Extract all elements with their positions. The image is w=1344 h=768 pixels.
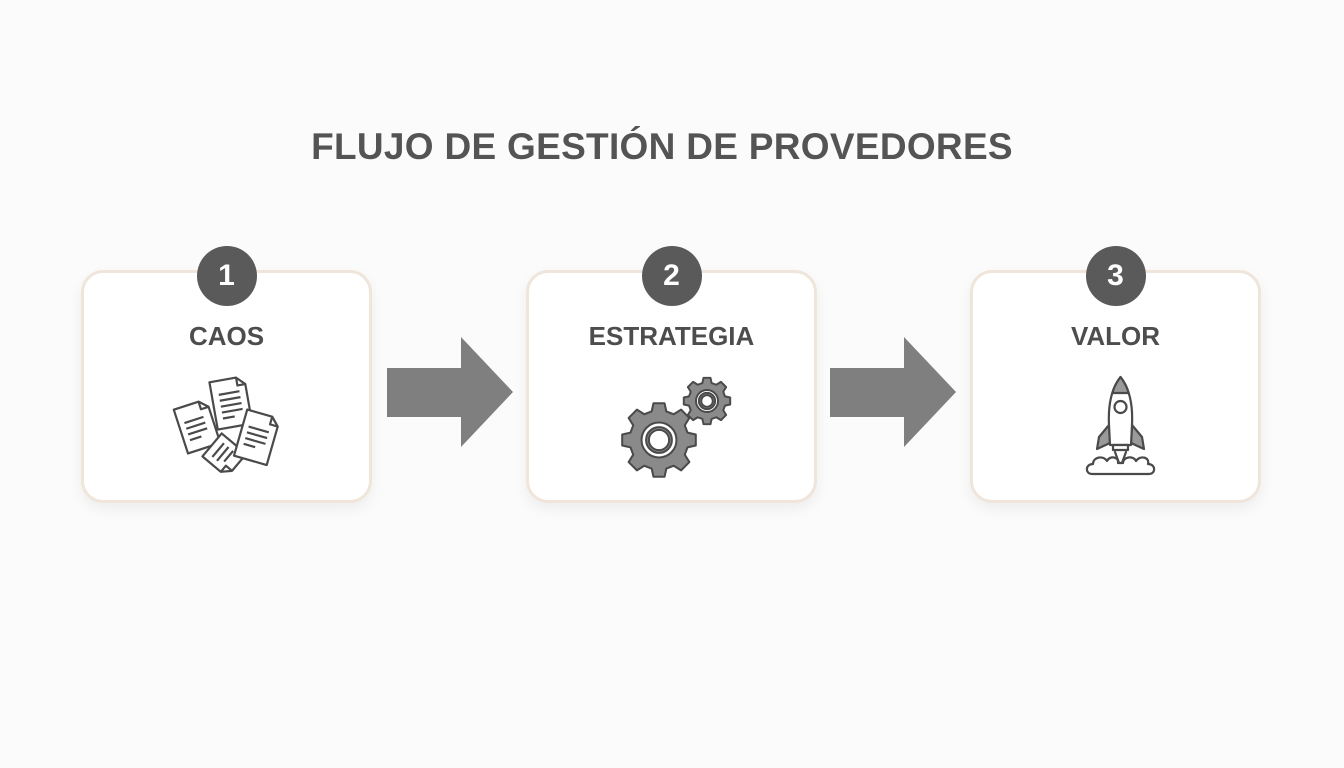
step-number-badge: 3 bbox=[1085, 246, 1146, 306]
step-number-badge: 2 bbox=[641, 246, 702, 306]
step-label: ESTRATEGIA bbox=[588, 321, 755, 351]
arrow-right-icon bbox=[387, 337, 513, 447]
step-card-estrategia: 2 ESTRATEGIA bbox=[526, 246, 817, 503]
step-card-valor: 3 VALOR bbox=[970, 246, 1261, 503]
scattered-documents-icon bbox=[172, 376, 279, 473]
step-label: VALOR bbox=[1070, 321, 1161, 351]
gears-icon bbox=[621, 376, 732, 478]
rocket-icon bbox=[1085, 375, 1156, 476]
diagram-title: FLUJO DE GESTIÓN DE PROVEDORES bbox=[311, 126, 1013, 167]
step-label: CAOS bbox=[188, 321, 265, 351]
step-card-caos: 1 CAOS bbox=[81, 246, 372, 503]
step-number-badge: 1 bbox=[196, 246, 257, 306]
arrow-right-icon bbox=[830, 337, 956, 447]
